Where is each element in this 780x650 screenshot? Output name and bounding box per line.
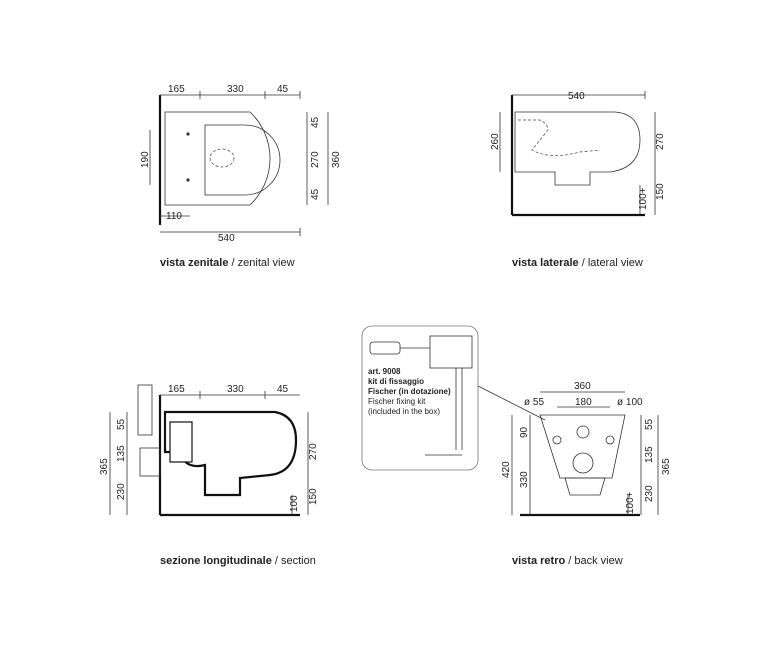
dim-label: 540 [218, 233, 235, 244]
back-base [564, 477, 606, 496]
fixing-kit-callout: art. 9008 kit di fissaggio Fischer (in d… [361, 325, 546, 471]
dim-label: 270 [655, 133, 666, 150]
dim-label: 540 [568, 91, 585, 102]
dim-label: 45 [310, 188, 321, 200]
dim-label: ø 55 [524, 397, 544, 408]
dim-label: 45 [277, 384, 289, 395]
kit-box [361, 325, 479, 471]
dim-label: 135 [116, 445, 127, 462]
side-outline [514, 111, 641, 186]
back-view: 360 ø 55 180 ø 100 90 330 420 55 135 230… [501, 381, 672, 567]
inner-bowl [204, 124, 281, 196]
internal-channel [518, 119, 601, 156]
dim-label: 270 [308, 443, 319, 460]
dim-label: 100 [289, 495, 300, 512]
caption-sezione: sezione longitudinale / section [160, 555, 316, 567]
dim-label: 330 [519, 471, 530, 488]
caption-zenital: vista zenitale / zenital view [160, 257, 295, 269]
kit-title-en: Fischer fixing kit [368, 397, 426, 406]
dim-label: 150 [655, 183, 666, 200]
dim-label: 260 [490, 133, 501, 150]
dim-label: 230 [116, 483, 127, 500]
dim-label: 360 [331, 151, 342, 168]
dim-label: 45 [277, 84, 289, 95]
dim-label: 45 [310, 116, 321, 128]
dim-label: 330 [227, 84, 244, 95]
dim-label: 365 [99, 458, 110, 475]
dim-label: 100+ [625, 491, 636, 514]
bowl-outline [164, 111, 271, 206]
dim-label: 360 [574, 381, 591, 392]
lateral-view: 540 260 270 150 100+ vista laterale / la… [490, 91, 666, 269]
dim-label: 110 [166, 211, 182, 222]
dim-label: 270 [310, 151, 321, 168]
dim-label: 165 [168, 84, 185, 95]
kit-subtitle-it: Fischer (in dotazione) [368, 387, 451, 396]
dim-label: 100+ [638, 187, 649, 210]
fixing-hole [186, 132, 190, 136]
dim-label: 365 [661, 458, 672, 475]
dim-label: 420 [501, 461, 512, 478]
dim-label: 180 [575, 397, 592, 408]
dim-label: 135 [644, 446, 655, 463]
bracket [429, 335, 473, 369]
dim-label: 230 [644, 485, 655, 502]
drain-hole [209, 148, 235, 168]
kit-code: art. 9008 [368, 367, 401, 376]
inlet-hole [576, 425, 590, 439]
fixing-bracket [169, 421, 193, 463]
dim-label: 55 [644, 418, 655, 430]
fixing-hole [552, 435, 562, 445]
caption-retro: vista retro / back view [512, 555, 623, 567]
caption-laterale: vista laterale / lateral view [512, 257, 643, 269]
zenital-view: 165 330 45 190 45 270 45 360 110 540 vis… [140, 84, 342, 269]
dim-label: ø 100 [617, 397, 643, 408]
cistern-pipe [137, 384, 153, 436]
back-outline [539, 414, 626, 479]
fixing-hole [186, 178, 190, 182]
kit-subtitle-en: (included in the box) [368, 407, 440, 416]
kit-title-it: kit di fissaggio [368, 377, 424, 386]
dim-label: 190 [140, 151, 151, 168]
outlet-hole [572, 452, 594, 474]
dim-label: 150 [308, 488, 319, 505]
fixing-hole [605, 435, 615, 445]
dim-label: 330 [227, 384, 244, 395]
callout-leader [477, 385, 546, 421]
dim-label: 90 [519, 426, 530, 438]
drain-pipe [139, 447, 161, 477]
dim-label: 165 [168, 384, 185, 395]
dim-label: 55 [116, 418, 127, 430]
section-view: 165 330 45 55 135 230 365 270 150 100 se… [99, 384, 319, 567]
